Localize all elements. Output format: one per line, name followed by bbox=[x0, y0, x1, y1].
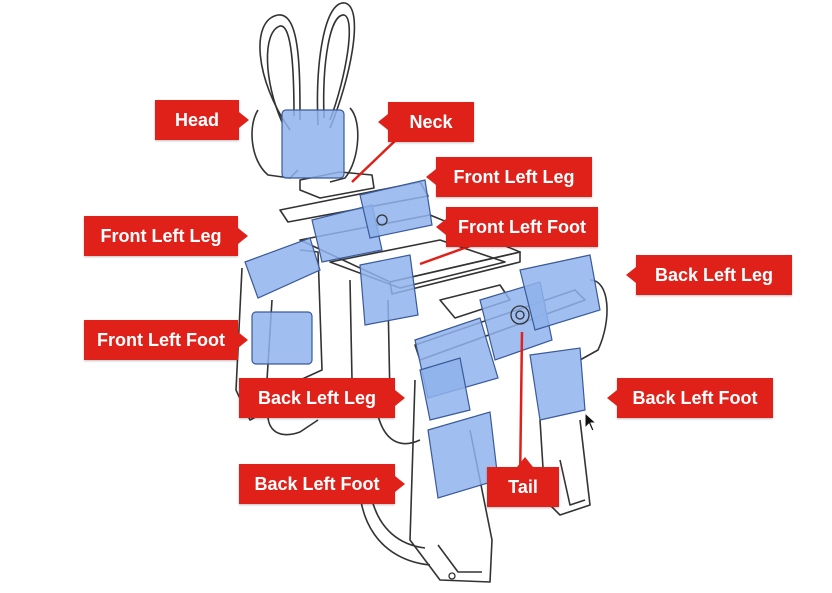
label-back-left-foot-left: Back Left Foot bbox=[239, 464, 405, 504]
label-front-left-leg-left: Front Left Leg bbox=[84, 216, 248, 256]
back-left-foot-servo-b bbox=[529, 347, 586, 421]
label-neck: Neck bbox=[378, 102, 474, 142]
left-ear bbox=[259, 14, 301, 131]
front-right-foot-servo bbox=[359, 254, 419, 326]
mouse-pointer-icon bbox=[584, 412, 598, 432]
label-back-left-leg-right: Back Left Leg bbox=[626, 255, 792, 295]
right-ear bbox=[316, 2, 356, 129]
back-left-leg-servo-b bbox=[519, 254, 601, 331]
head-servo bbox=[281, 109, 345, 179]
label-back-left-foot-right: Back Left Foot bbox=[607, 378, 773, 418]
label-front-left-leg-right: Front Left Leg bbox=[426, 157, 592, 197]
label-front-left-foot-right: Front Left Foot bbox=[436, 207, 598, 247]
label-back-left-leg-left: Back Left Leg bbox=[239, 378, 405, 418]
neck-pointer bbox=[351, 137, 399, 183]
label-tail: Tail bbox=[487, 457, 559, 507]
front-left-foot-servo bbox=[251, 311, 313, 365]
neck-servo bbox=[311, 204, 383, 263]
label-front-left-foot-left: Front Left Foot bbox=[84, 320, 248, 360]
label-head: Head bbox=[155, 100, 249, 140]
front-left-leg-servo bbox=[244, 237, 321, 299]
front-left-foot-pointer bbox=[419, 244, 471, 266]
